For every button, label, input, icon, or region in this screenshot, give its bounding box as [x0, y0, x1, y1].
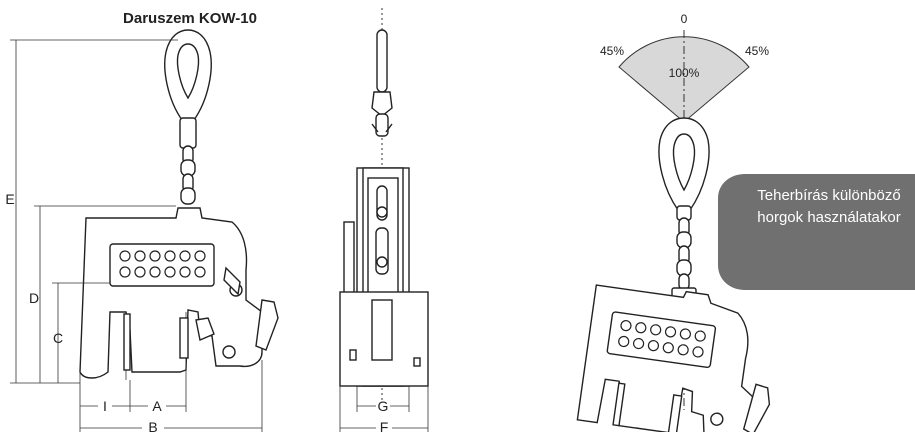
callout-bubble: [718, 174, 915, 290]
callout-line-2: horgok használatakor: [757, 209, 900, 226]
drawing-title: Daruszem KOW-10: [123, 10, 257, 27]
callout-line-1: Teherbírás különböző: [757, 187, 900, 204]
dim-label-E: E: [5, 191, 14, 207]
sector-label-right: 45%: [745, 44, 769, 58]
dim-label-I: I: [103, 398, 107, 414]
dim-label-C: C: [53, 330, 63, 346]
side-view: G F: [339, 8, 429, 432]
dim-label-B: B: [148, 419, 157, 432]
dim-label-D: D: [29, 290, 39, 306]
front-chain: [180, 145, 196, 205]
load-diagram: 0 45% 45% 100%: [576, 12, 915, 432]
right-chain: [676, 217, 692, 291]
dim-label-A: A: [152, 398, 162, 414]
front-view: Daruszem KOW-10: [5, 10, 279, 432]
front-hole-panel: [109, 243, 215, 287]
front-hole-grid: [119, 250, 206, 278]
dim-label-F: F: [380, 419, 389, 432]
sector-label-center: 100%: [669, 66, 700, 80]
front-dimensions: [10, 39, 263, 432]
sector-label-left: 45%: [600, 44, 624, 58]
dim-label-G: G: [378, 398, 389, 414]
sector-label-top: 0: [681, 12, 688, 26]
